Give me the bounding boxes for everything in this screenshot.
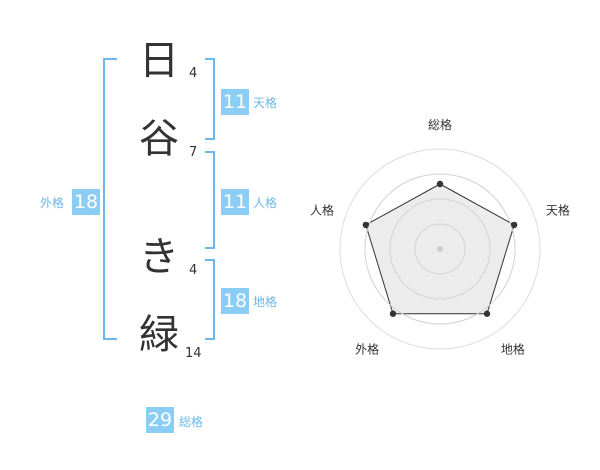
name-char-1: 日 bbox=[139, 38, 179, 84]
radar-ring-overlay bbox=[389, 198, 491, 300]
gaikaku-badge: 18 bbox=[72, 189, 100, 215]
name-char-4: 緑 bbox=[139, 312, 179, 358]
name-char-2: 谷 bbox=[139, 116, 179, 162]
gaikaku-label: 外格 bbox=[40, 196, 65, 210]
name-char-3: き bbox=[139, 234, 179, 280]
radar-axis-label: 地格 bbox=[501, 341, 525, 356]
jinkaku-badge: 11 bbox=[221, 189, 249, 215]
radar-point-2 bbox=[510, 221, 518, 229]
stroke-count-3: 4 bbox=[189, 263, 198, 278]
stroke-count-4: 14 bbox=[185, 346, 202, 361]
radar-axis-label: 人格 bbox=[310, 203, 334, 218]
stroke-count-2: 7 bbox=[189, 145, 198, 160]
chikaku-badge: 18 bbox=[221, 288, 249, 314]
radar-point-5 bbox=[362, 221, 370, 229]
tenkaku-label: 天格 bbox=[253, 96, 278, 110]
radar-axis-label: 天格 bbox=[546, 203, 570, 218]
jinkaku-label: 人格 bbox=[253, 196, 278, 210]
radar-point-4 bbox=[389, 310, 397, 317]
radar-axis-label: 総格 bbox=[428, 117, 452, 132]
radar-axis-label: 外格 bbox=[355, 341, 379, 356]
radar-center-dot bbox=[437, 246, 443, 252]
radar-ring-overlay bbox=[364, 173, 516, 325]
tenkaku-badge: 11 bbox=[221, 89, 249, 115]
radar-point-3 bbox=[483, 310, 491, 317]
chikaku-label: 地格 bbox=[253, 295, 278, 309]
gaikaku-bracket bbox=[103, 58, 117, 340]
radar-ring-overlay bbox=[414, 223, 466, 275]
jinkaku-bracket bbox=[205, 151, 215, 249]
tenkaku-bracket bbox=[205, 58, 215, 140]
chikaku-bracket bbox=[205, 259, 215, 340]
radar-point-1 bbox=[436, 180, 444, 188]
soukaku-label: 総格 bbox=[179, 415, 204, 429]
soukaku-badge: 29 bbox=[146, 407, 174, 433]
stroke-count-1: 4 bbox=[189, 66, 198, 81]
